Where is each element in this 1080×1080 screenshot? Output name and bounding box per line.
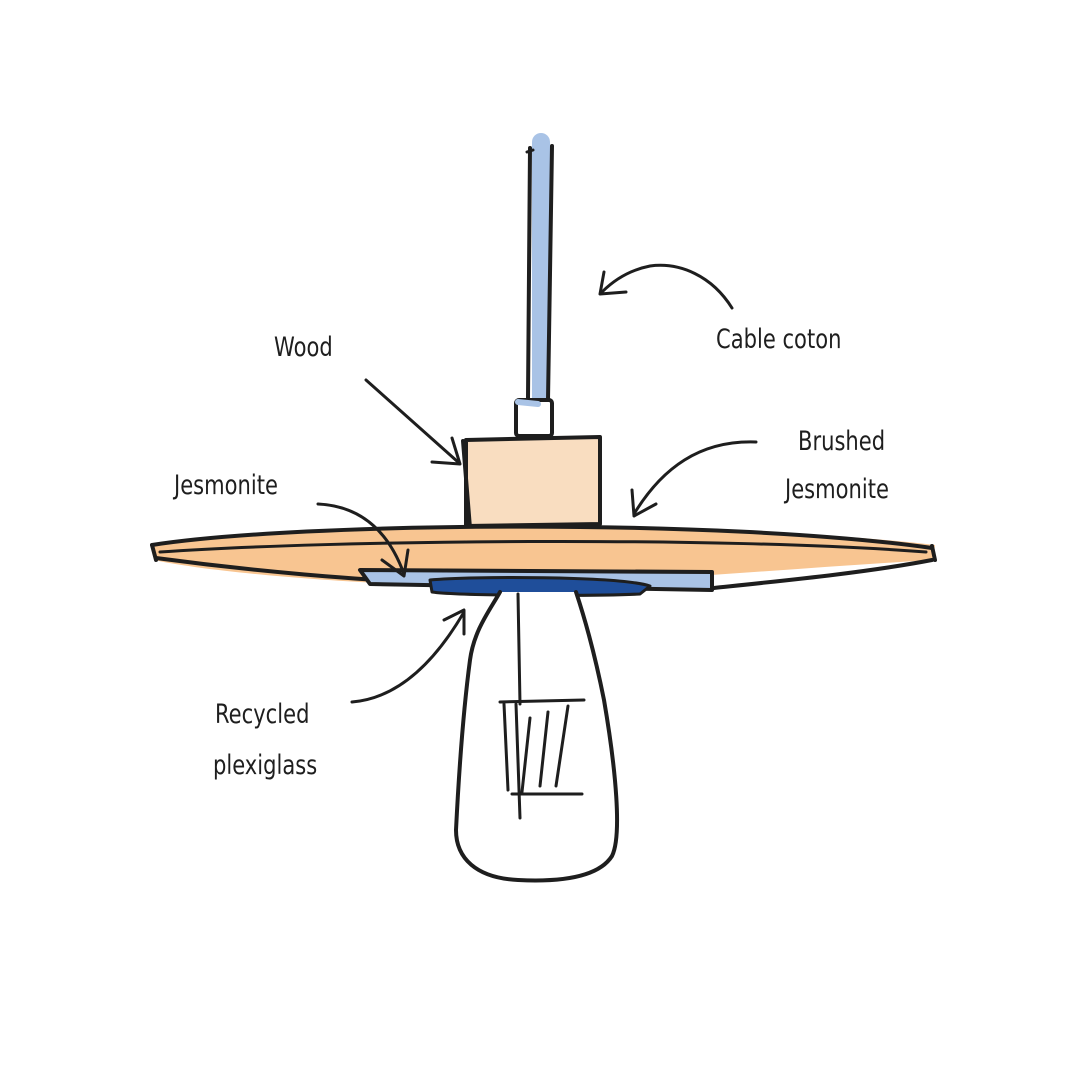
jesmonite-shade: [150, 524, 937, 590]
arrow-plexiglass: [350, 608, 466, 704]
wood-holder: [461, 435, 602, 530]
plexiglass-plate: [358, 568, 714, 597]
arrow-wood: [364, 378, 462, 466]
label-brushed-line1: Brushed: [798, 426, 886, 457]
arrow-jesmonite: [316, 502, 410, 578]
arrow-cable: [598, 263, 734, 310]
arrow-brushed: [630, 440, 758, 518]
label-recycled-line1: Recycled: [215, 699, 310, 730]
label-cable: Cable coton: [716, 324, 842, 355]
label-recycled-line2: plexiglass: [213, 750, 318, 781]
light-bulb: [454, 590, 620, 883]
label-brushed-line2: Jesmonite: [785, 474, 889, 505]
label-wood: Wood: [274, 332, 333, 363]
label-jesmonite: Jesmonite: [174, 470, 278, 501]
cable: [514, 133, 554, 438]
